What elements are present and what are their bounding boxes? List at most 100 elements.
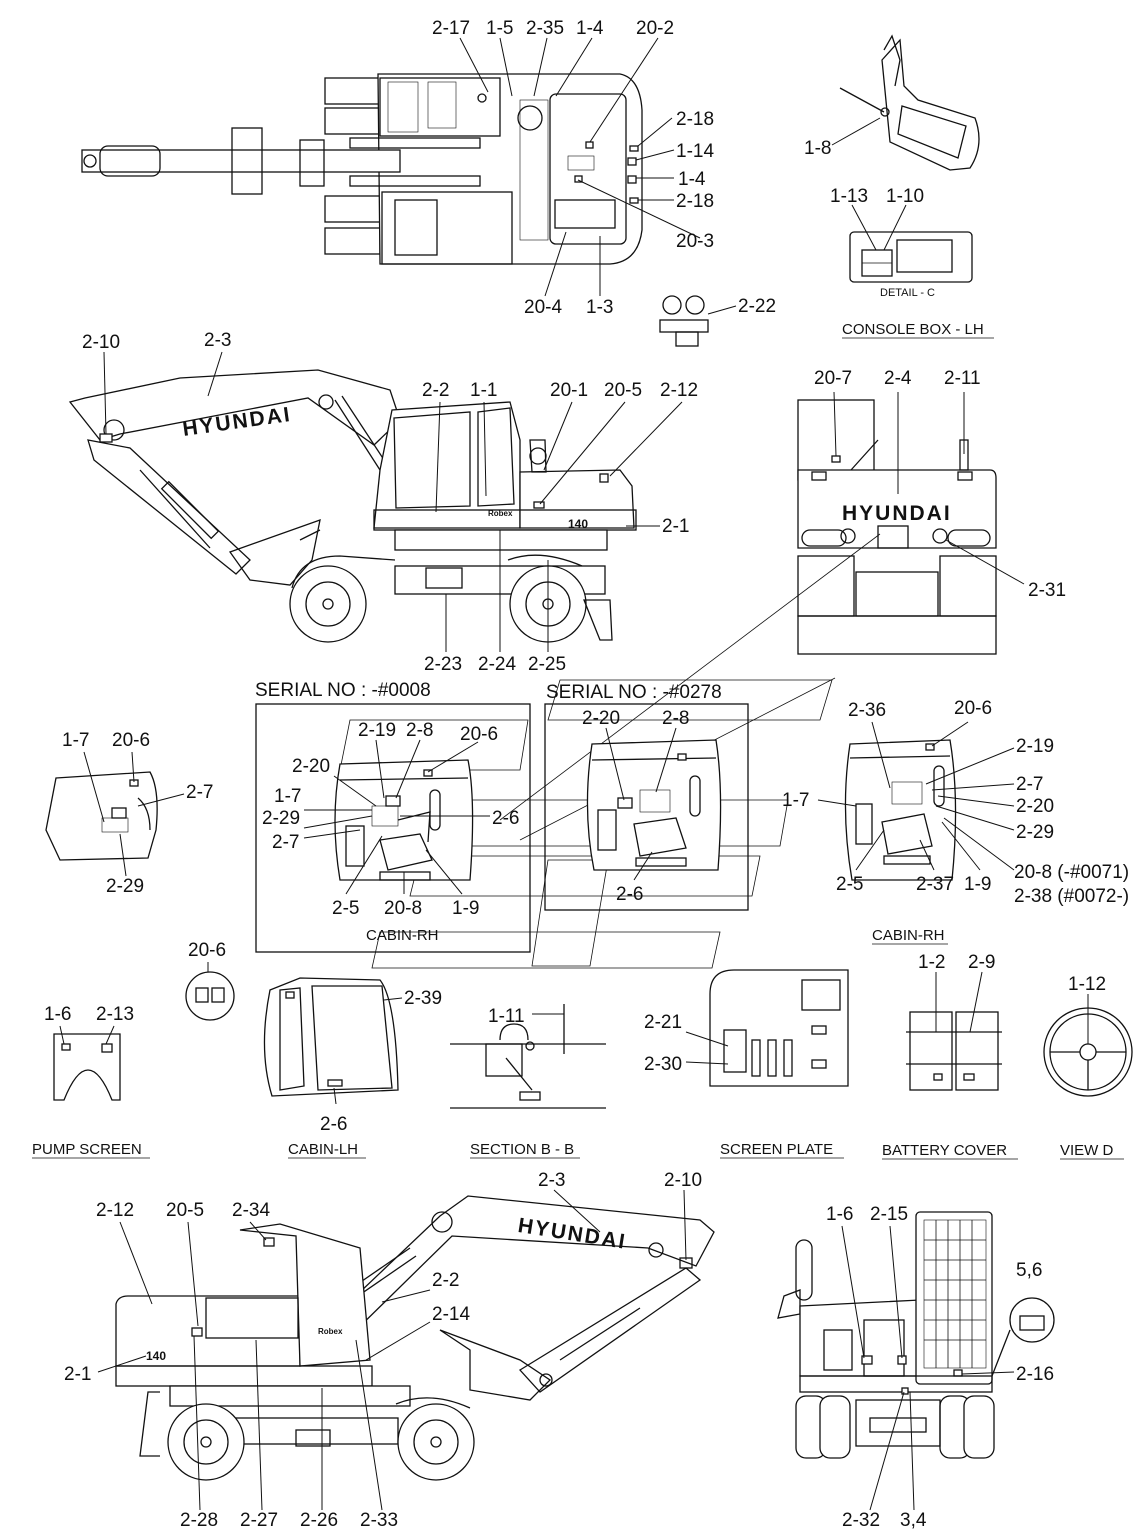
title-pump-screen: PUMP SCREEN <box>32 1141 142 1158</box>
rear-leaders <box>833 391 1025 585</box>
ref-2-23: 2-23 <box>424 654 462 675</box>
ref-2-24: 2-24 <box>478 654 516 675</box>
ref-2-33: 2-33 <box>360 1510 398 1531</box>
ref-2-4: 2-4 <box>884 368 912 389</box>
side-view-machine <box>68 369 637 643</box>
title-section-bb: SECTION B - B <box>470 1141 574 1158</box>
rear-view-battery <box>777 1211 1055 1459</box>
ref-5-6: 5,6 <box>1016 1260 1042 1281</box>
ref-1-4: 1-4 <box>576 18 604 39</box>
ref-2-32: 2-32 <box>842 1510 880 1531</box>
ref-2-34: 2-34 <box>232 1200 270 1221</box>
ref-2-9: 2-9 <box>968 952 995 973</box>
cabin-interior-a <box>334 759 474 881</box>
ref-2-20-c: 2-20 <box>1016 796 1054 817</box>
decal-20-6-detail <box>185 962 235 1021</box>
cabin-c-leaders <box>817 721 1015 871</box>
battery-cover-view <box>906 971 1002 1091</box>
ref-1-12: 1-12 <box>1068 974 1106 995</box>
lh-side-view-machine <box>115 1195 715 1481</box>
serial-a-label: SERIAL NO : -#0008 <box>255 680 431 701</box>
ref-1-13: 1-13 <box>830 186 868 207</box>
ref-1-10: 1-10 <box>886 186 924 207</box>
cabin-lh-view <box>263 977 403 1105</box>
ref-20-3: 20-3 <box>676 231 714 252</box>
ref-2-3-lh: 2-3 <box>538 1170 565 1191</box>
ref-1-3: 1-3 <box>586 297 613 318</box>
ref-1-9-a: 1-9 <box>452 898 479 919</box>
view-d-steering <box>1043 994 1133 1097</box>
frame-serial-a <box>255 703 531 953</box>
ref-2-15: 2-15 <box>870 1204 908 1225</box>
ref-2-31: 2-31 <box>1028 580 1066 601</box>
ref-1-7-small: 1-7 <box>62 730 89 751</box>
ref-1-6-rear: 1-6 <box>826 1204 853 1225</box>
model-badge-side: 140 <box>568 517 588 531</box>
ref-2-17: 2-17 <box>432 18 470 39</box>
title-view-d: VIEW D <box>1060 1142 1114 1159</box>
ref-2-29-small: 2-29 <box>106 876 144 897</box>
ref-2-19-a: 2-19 <box>358 720 396 741</box>
ref-2-37: 2-37 <box>916 874 954 895</box>
ref-1-9-c: 1-9 <box>964 874 991 895</box>
ref-2-18: 2-18 <box>676 109 714 130</box>
console-box-view <box>831 34 980 283</box>
side-leaders <box>103 351 683 652</box>
title-battery-cover: BATTERY COVER <box>882 1142 1007 1159</box>
title-cabin-rh-b: CABIN-RH <box>872 927 945 944</box>
ref-2-7-c: 2-7 <box>1016 774 1043 795</box>
ref-1-2: 1-2 <box>918 952 945 973</box>
ref-2-2: 2-2 <box>422 380 449 401</box>
ref-20-1: 20-1 <box>550 380 588 401</box>
ref-2-36: 2-36 <box>848 700 886 721</box>
ref-2-16: 2-16 <box>1016 1364 1054 1385</box>
ref-2-29-c: 2-29 <box>1016 822 1054 843</box>
ref-1-7-c: 1-7 <box>782 790 809 811</box>
screen-plate-view <box>685 969 849 1087</box>
ref-20-5-lh: 20-5 <box>166 1200 204 1221</box>
ref-2-10-lh: 2-10 <box>664 1170 702 1191</box>
ref-1-6-pump: 1-6 <box>44 1004 71 1025</box>
rear-view-machine <box>797 399 997 655</box>
cab-badge-side: Robex <box>488 509 513 518</box>
ref-1-4-b: 1-4 <box>678 169 706 190</box>
cabin-a-leaders <box>303 739 490 895</box>
ref-2-21: 2-21 <box>644 1012 682 1033</box>
top-leaders <box>459 37 737 315</box>
ref-3-4: 3,4 <box>900 1510 927 1531</box>
ref-2-11: 2-11 <box>944 368 981 389</box>
ref-1-7-a: 1-7 <box>274 786 301 807</box>
rear-logo-text: HYUNDAI <box>842 502 952 525</box>
ref-2-5-c: 2-5 <box>836 874 863 895</box>
ref-2-12: 2-12 <box>660 380 698 401</box>
ref-2-22: 2-22 <box>738 296 776 317</box>
frame-serial-b <box>544 703 749 911</box>
model-badge-lh: 140 <box>146 1349 166 1363</box>
ref-2-38: 2-38 (#0072-) <box>1014 886 1129 907</box>
ref-20-5: 20-5 <box>604 380 642 401</box>
ref-20-2: 20-2 <box>636 18 674 39</box>
ref-2-1-lh: 2-1 <box>64 1364 91 1385</box>
ref-2-14: 2-14 <box>432 1304 470 1325</box>
ref-2-26: 2-26 <box>300 1510 338 1531</box>
title-console-box: CONSOLE BOX - LH <box>842 321 984 338</box>
ref-2-7-a: 2-7 <box>272 832 299 853</box>
ref-2-5-a: 2-5 <box>332 898 359 919</box>
ref-2-20-a: 2-20 <box>292 756 330 777</box>
ref-1-8: 1-8 <box>804 138 831 159</box>
ref-2-3: 2-3 <box>204 330 231 351</box>
ref-2-8-b: 2-8 <box>662 708 689 729</box>
ref-2-6-b: 2-6 <box>616 884 643 905</box>
ref-2-18-b: 2-18 <box>676 191 714 212</box>
ref-2-25: 2-25 <box>528 654 566 675</box>
ref-1-5: 1-5 <box>486 18 513 39</box>
ref-2-19-c: 2-19 <box>1016 736 1054 757</box>
section-bb-view <box>450 1004 606 1109</box>
cabin-side-small-leaders <box>83 751 185 877</box>
title-cabin-lh: CABIN-LH <box>288 1141 358 1158</box>
ref-20-8-c: 20-8 (-#0071) <box>1014 862 1129 883</box>
ref-2-30: 2-30 <box>644 1054 682 1075</box>
cabin-side-small <box>45 771 158 861</box>
ref-2-35: 2-35 <box>526 18 564 39</box>
